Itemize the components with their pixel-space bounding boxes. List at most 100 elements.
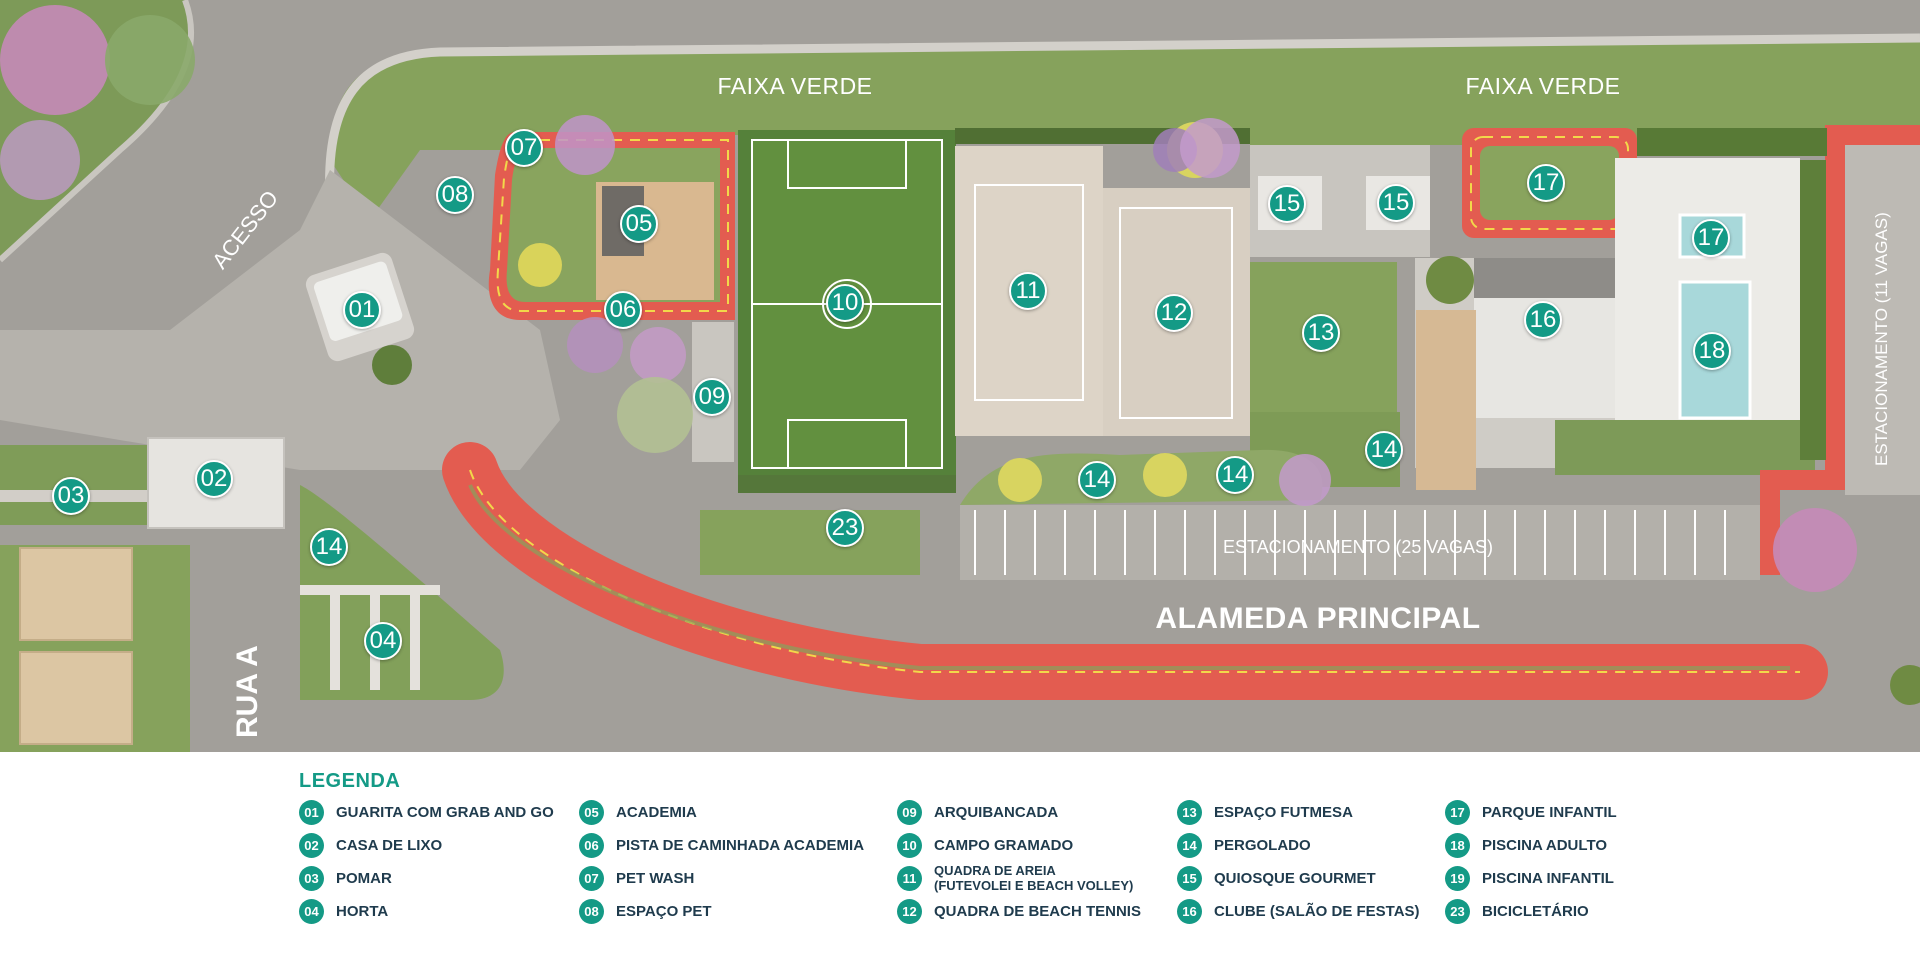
estacionamento-25-label: ESTACIONAMENTO (25 VAGAS) — [1222, 537, 1494, 557]
faixa-verde-label-right: FAIXA VERDE — [1465, 73, 1621, 99]
club-deck — [1416, 310, 1476, 490]
legend-item-14: 14 PERGOLADO — [1177, 831, 1311, 859]
legend-item-05: 05 ACADEMIA — [579, 798, 697, 826]
legend-number: 04 — [299, 898, 324, 924]
legend-number: 15 — [1177, 865, 1202, 891]
legend-number: 05 — [579, 799, 604, 825]
alameda-principal-label: ALAMEDA PRINCIPAL — [1155, 602, 1481, 635]
marker-14-horta[interactable]: 14 — [310, 528, 348, 566]
legend-label: POMAR — [336, 869, 392, 887]
marker-17-playground[interactable]: 17 — [1527, 164, 1565, 202]
soccer-box-top — [787, 139, 907, 189]
marker-06[interactable]: 06 — [604, 291, 642, 329]
lot-roof-1 — [19, 547, 133, 641]
legend-label: QUADRA DE BEACH TENNIS — [934, 902, 1141, 920]
legend-label: GUARITA COM GRAB AND GO — [336, 803, 554, 821]
legend-item-15: 15 QUIOSQUE GOURMET — [1177, 864, 1376, 892]
legend-item-01: 01 GUARITA COM GRAB AND GO — [299, 798, 554, 826]
legend-number: 07 — [579, 865, 604, 891]
faixa-verde-label-left: FAIXA VERDE — [717, 73, 873, 99]
legend-label: PISCINA INFANTIL — [1482, 869, 1614, 887]
marker-05[interactable]: 05 — [620, 205, 658, 243]
lot-roof-2 — [19, 651, 133, 745]
legend-number: 03 — [299, 865, 324, 891]
marker-14-garden-right[interactable]: 14 — [1216, 456, 1254, 494]
legend-number: 01 — [299, 799, 324, 825]
marker-12[interactable]: 12 — [1155, 294, 1193, 332]
marker-17-pool[interactable]: 17 — [1692, 219, 1730, 257]
legend-number: 17 — [1445, 799, 1470, 825]
legend-number: 12 — [897, 898, 922, 924]
estacionamento-11-label: ESTACIONAMENTO (11 VAGAS) — [1872, 212, 1891, 466]
legend-label: ACADEMIA — [616, 803, 697, 821]
marker-14-futmesa[interactable]: 14 — [1365, 431, 1403, 469]
marker-10[interactable]: 10 — [826, 284, 864, 322]
legend-number: 16 — [1177, 898, 1202, 924]
cycle-path-median — [468, 484, 1790, 670]
legend-number: 09 — [897, 799, 922, 825]
bike-rack-lawn — [700, 510, 920, 575]
legend-number: 11 — [897, 865, 922, 891]
rua-a-label: RUA A — [231, 645, 264, 738]
legend-label: PET WASH — [616, 869, 695, 887]
site-map — [0, 0, 1920, 752]
access-road — [0, 170, 560, 470]
marker-11[interactable]: 11 — [1009, 272, 1047, 310]
east-parking-lot — [1845, 145, 1920, 495]
marker-02[interactable]: 02 — [195, 460, 233, 498]
marker-23[interactable]: 23 — [826, 509, 864, 547]
marker-13[interactable]: 13 — [1302, 314, 1340, 352]
legend-label: CAMPO GRAMADO — [934, 836, 1074, 854]
parking-stalls — [974, 510, 1726, 575]
legend-item-02: 02 CASA DE LIXO — [299, 831, 442, 859]
marker-16[interactable]: 16 — [1524, 301, 1562, 339]
legend-item-10: 10 CAMPO GRAMADO — [897, 831, 1073, 859]
legend-item-17: 17 PARQUE INFANTIL — [1445, 798, 1617, 826]
legend-title: LEGENDA — [299, 770, 401, 792]
tree-canopies — [0, 5, 1920, 705]
legend-item-07: 07 PET WASH — [579, 864, 694, 892]
legend-label: PERGOLADO — [1214, 836, 1311, 854]
marker-01[interactable]: 01 — [343, 291, 381, 329]
marker-08[interactable]: 08 — [436, 176, 474, 214]
hedge-club — [1637, 128, 1827, 156]
marker-15-left[interactable]: 15 — [1268, 185, 1306, 223]
legend-label: PISCINA ADULTO — [1482, 836, 1608, 854]
horta-paths — [300, 585, 440, 690]
sand-court-11-lines — [974, 184, 1084, 401]
east-red-band — [1760, 125, 1920, 575]
legend-item-12: 12 QUADRA DE BEACH TENNIS — [897, 897, 1141, 925]
legend-number: 14 — [1177, 832, 1202, 858]
marker-04[interactable]: 04 — [364, 622, 402, 660]
legend-label: PARQUE INFANTIL — [1482, 803, 1617, 821]
soccer-box-bottom — [787, 419, 907, 469]
legend-number: 02 — [299, 832, 324, 858]
marker-09[interactable]: 09 — [693, 378, 731, 416]
hedge-mid — [738, 475, 956, 493]
legend-label: CASA DE LIXO — [336, 836, 443, 854]
legend-number: 10 — [897, 832, 922, 858]
legend-label: BICICLETÁRIO — [1482, 902, 1589, 920]
green-band-edge — [325, 33, 1920, 201]
marker-15-right[interactable]: 15 — [1377, 184, 1415, 222]
marker-03[interactable]: 03 — [52, 477, 90, 515]
legend: LEGENDA 01 GUARITA COM GRAB AND GO 02 CASA… — [0, 752, 1920, 960]
legend-item-03: 03 POMAR — [299, 864, 392, 892]
legend-item-11: 11 QUADRA DE AREIA (FUTEVOLEI E BEACH VOL… — [897, 863, 1134, 893]
legend-label: QUADRA DE AREIA (FUTEVOLEI E BEACH VOLLE… — [934, 863, 1134, 893]
legend-label: QUIOSQUE GOURMET — [1214, 869, 1376, 887]
legend-number: 06 — [579, 832, 604, 858]
marker-14-garden-left[interactable]: 14 — [1078, 461, 1116, 499]
club-lawn-strip — [1555, 420, 1815, 475]
marker-18[interactable]: 18 — [1693, 332, 1731, 370]
legend-label: ESPAÇO FUTMESA — [1214, 803, 1353, 821]
marker-07[interactable]: 07 — [505, 129, 543, 167]
soccer-center-circle — [822, 279, 872, 329]
